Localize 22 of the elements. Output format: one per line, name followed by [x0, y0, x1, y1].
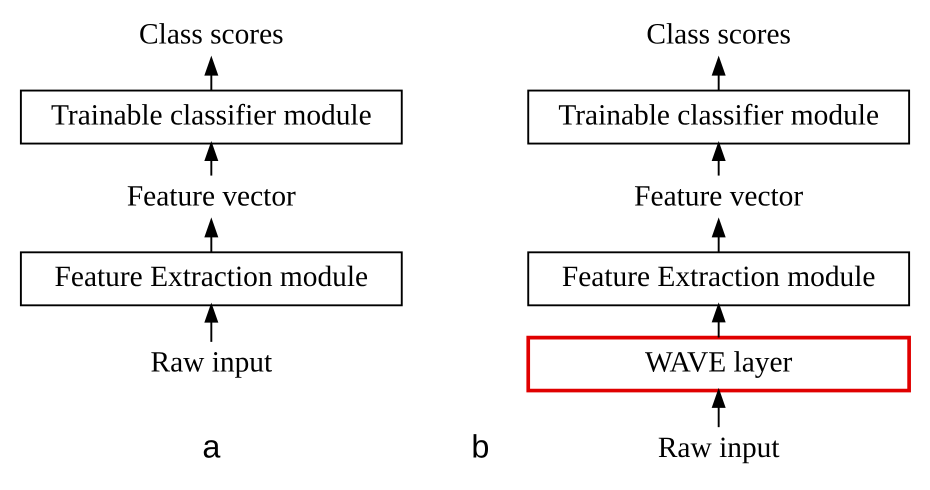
- arrow: [204, 302, 218, 342]
- arrow: [712, 302, 726, 338]
- arrow: [712, 217, 726, 252]
- node-text: Feature vector: [126, 180, 296, 212]
- node-box: WAVE layer: [526, 336, 911, 392]
- label: a: [202, 428, 220, 465]
- arrow: [712, 56, 726, 90]
- node-box: Trainable classifier module: [20, 90, 403, 144]
- node-text: Raw input: [150, 346, 272, 378]
- arrow: [204, 141, 218, 176]
- node-text: Raw input: [658, 432, 780, 464]
- node-text: Class scores: [139, 18, 284, 51]
- node-text: Class scores: [646, 18, 791, 51]
- node-box: Trainable classifier module: [527, 90, 910, 144]
- node-box: Feature Extraction module: [527, 251, 910, 306]
- arrow: [712, 141, 726, 176]
- arrow: [204, 217, 218, 252]
- arrow: [712, 388, 726, 428]
- arrow: [204, 56, 218, 90]
- node-text: Feature vector: [634, 180, 804, 212]
- label: b: [471, 428, 490, 465]
- node-box: Feature Extraction module: [20, 251, 403, 306]
